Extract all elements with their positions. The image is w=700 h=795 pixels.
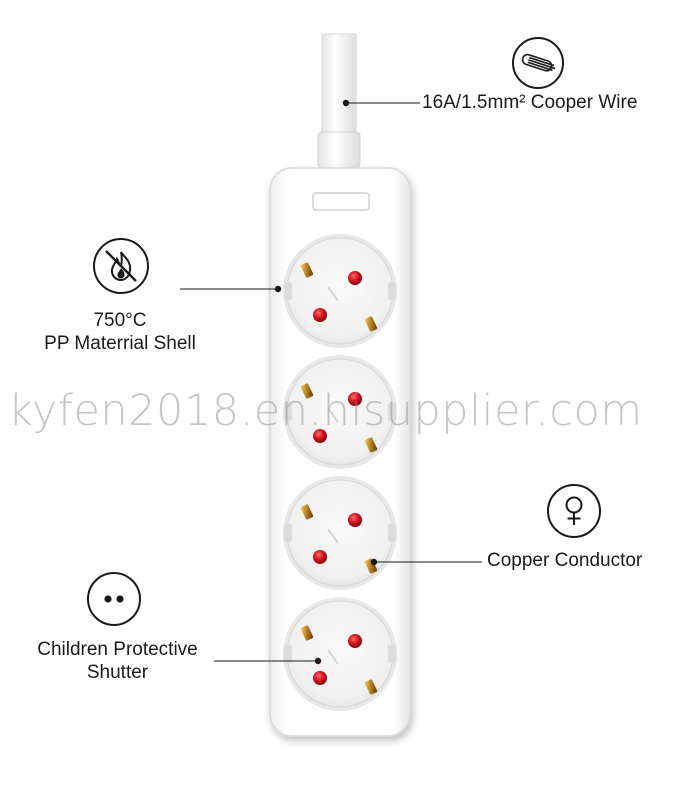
socket-notch (388, 645, 396, 663)
brass-contact (364, 437, 378, 453)
emboss-mark (327, 649, 339, 665)
cable-icon (512, 37, 564, 89)
brass-contact (364, 679, 378, 695)
two-dot-socket-icon (87, 572, 141, 626)
shutter-label-line2: Shutter (86, 662, 149, 683)
brass-contact (364, 316, 378, 332)
brass-contact (300, 383, 314, 399)
shutter-label-line1: Children Protective (37, 639, 198, 660)
emboss-mark (327, 286, 339, 302)
brass-contact (300, 504, 314, 520)
socket-notch (388, 282, 396, 300)
copper-symbol-icon (547, 484, 601, 538)
shutter-red-dot (348, 392, 362, 406)
wire-leader-dot (342, 99, 350, 107)
wire-label: 16A/1.5mm² Cooper Wire (422, 92, 638, 113)
socket-outlet (283, 234, 397, 348)
socket-outlet (283, 597, 397, 711)
shutter-red-dot (348, 271, 362, 285)
brass-contact (300, 625, 314, 641)
shutter-red-dot (313, 550, 327, 564)
socket-notch (388, 403, 396, 421)
socket-outlet (283, 476, 397, 590)
brass-contact (364, 558, 378, 574)
shutter-red-dot (313, 671, 327, 685)
shell-temp-label: 750°C (93, 310, 147, 331)
shutter-red-dot (313, 308, 327, 322)
emboss-mark (327, 407, 339, 423)
shutter-red-dot (348, 634, 362, 648)
socket-notch (284, 282, 292, 300)
conductor-leader-dot (370, 558, 378, 566)
shutter-red-dot (348, 513, 362, 527)
no-fire-icon (93, 238, 149, 294)
switch-slot (312, 192, 370, 211)
socket-notch (388, 524, 396, 542)
conductor-label: Copper Conductor (487, 550, 643, 571)
shutter-red-dot (313, 429, 327, 443)
socket-notch (284, 645, 292, 663)
shell-leader-dot (274, 285, 282, 293)
shutter-leader-dot (314, 657, 322, 665)
shell-material-label: PP Materrial Shell (44, 333, 196, 354)
socket-notch (284, 403, 292, 421)
brass-contact (300, 262, 314, 278)
emboss-mark (327, 528, 339, 544)
socket-notch (284, 524, 292, 542)
watermark-text: kyfen2018.en.hisupplier.com (8, 386, 643, 436)
socket-outlet (283, 355, 397, 469)
